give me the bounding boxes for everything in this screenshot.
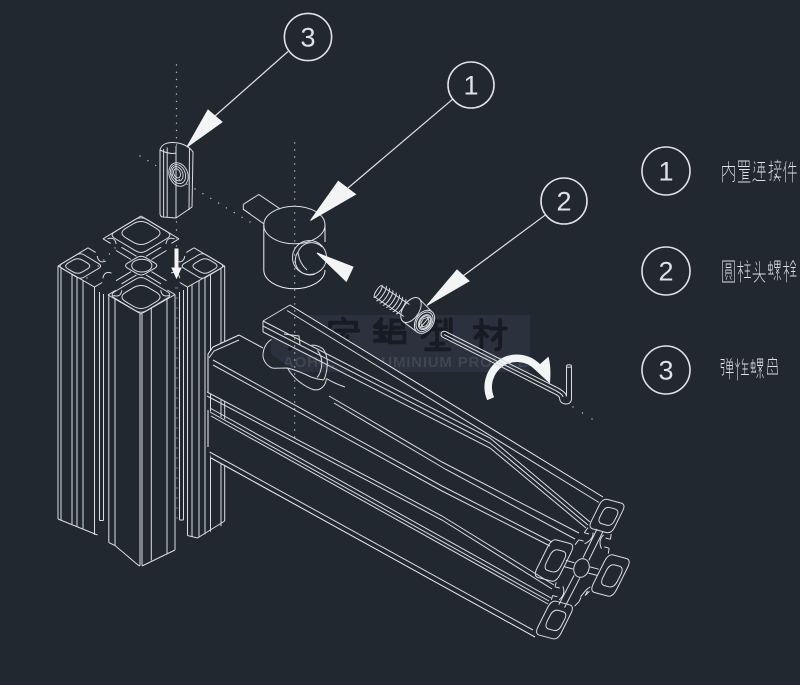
svg-text:2: 2 <box>658 256 673 286</box>
svg-text:1: 1 <box>463 70 478 100</box>
svg-text:3: 3 <box>300 22 315 52</box>
svg-text:2: 2 <box>556 186 571 216</box>
svg-text:1: 1 <box>658 156 673 186</box>
svg-text:3: 3 <box>658 355 673 385</box>
